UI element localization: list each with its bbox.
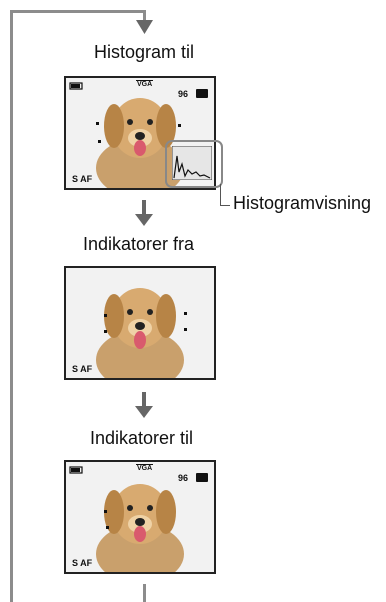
camera-screen-2: S AF — [64, 266, 216, 380]
down-arrow-icon — [135, 214, 153, 226]
image-size-indicator: VGA — [136, 80, 154, 88]
dog-photo — [66, 268, 214, 378]
image-size-indicator: VGA — [136, 464, 154, 472]
flow-line-top — [10, 10, 146, 13]
step-1-label: Histogram til — [94, 42, 195, 62]
focus-mode-indicator: S AF — [72, 174, 93, 184]
remaining-shots-count: 96 — [178, 89, 189, 99]
remaining-shots-count: 96 — [178, 473, 189, 483]
down-arrow-icon — [135, 406, 153, 418]
arrow-2-shaft — [142, 392, 146, 410]
flow-line-left — [10, 10, 13, 602]
down-arrow-icon — [136, 20, 153, 34]
dog-photo — [66, 462, 214, 572]
camera-icon — [196, 89, 208, 98]
callout-connector-vertical — [220, 184, 221, 206]
camera-screen-3: VGA 96 S AF — [64, 460, 216, 574]
callout-connector-horizontal — [220, 205, 230, 206]
dog-photo — [66, 78, 214, 188]
arrow-1-shaft — [142, 200, 146, 218]
step-2-label: Indikatorer fra — [83, 234, 195, 254]
flow-line-top-drop — [143, 10, 146, 24]
camera-icon — [196, 473, 208, 482]
flow-line-bottom — [143, 584, 146, 602]
camera-screen-1: VGA 96 S AF — [64, 76, 216, 190]
histogram-callout-ring — [165, 140, 223, 188]
focus-mode-indicator: S AF — [72, 558, 93, 568]
step-3-label: Indikatorer til — [90, 428, 194, 448]
histogram-graph — [172, 146, 212, 180]
focus-mode-indicator: S AF — [72, 364, 93, 374]
callout-label: Histogramvisning — [233, 193, 372, 213]
